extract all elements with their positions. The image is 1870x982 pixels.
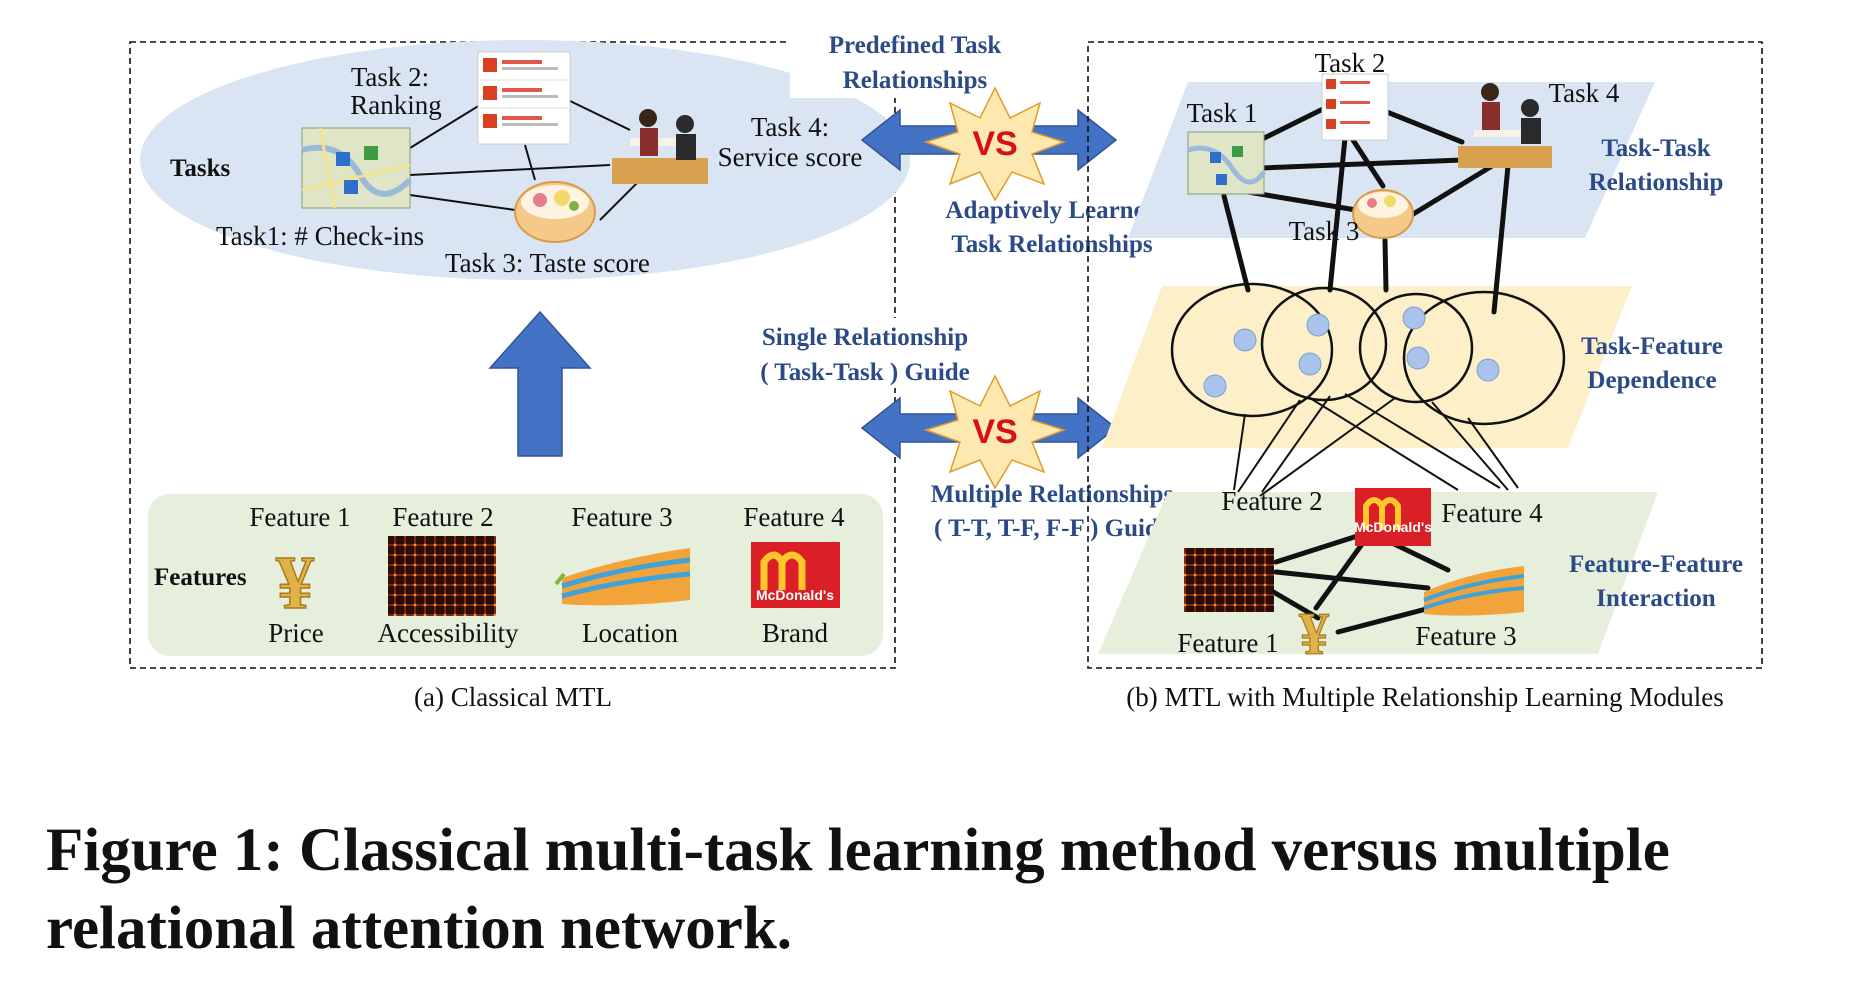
left-caption: (a) Classical MTL <box>414 682 612 712</box>
left-feature3-name: Feature 3 <box>571 502 672 532</box>
left-task-links <box>409 99 646 221</box>
features-box <box>148 494 883 656</box>
right-task2-label: Task 2 <box>1315 48 1386 78</box>
right-feature4-label: Feature 4 <box>1441 498 1543 528</box>
ff-line1: Feature-Feature <box>1569 551 1743 578</box>
right-logo-text: McDonald's <box>1354 519 1432 535</box>
ff-line2: Interaction <box>1596 585 1716 612</box>
left-task2-line1: Task 2: <box>351 62 429 92</box>
adaptive-line2: Task Relationships <box>951 231 1153 258</box>
right-task1-label: Task 1 <box>1187 98 1258 128</box>
single-line1: Single Relationship <box>762 324 968 351</box>
left-feature1-label: Price <box>268 618 323 648</box>
left-task3-label: Task 3: Taste score <box>445 248 650 278</box>
right-feature1-label: Feature 1 <box>1177 628 1278 658</box>
right-accessibility-heatmap-icon <box>1184 548 1274 612</box>
dining-scene-icon <box>612 109 708 184</box>
right-caption: (b) MTL with Multiple Relationship Learn… <box>1126 682 1723 712</box>
adaptive-line1: Adaptively Learned <box>945 197 1158 224</box>
single-line2: ( Task-Task ) Guide <box>760 359 970 386</box>
right-map-icon <box>1187 131 1267 195</box>
map-icon <box>301 127 413 209</box>
right-mcdonalds-logo-icon: McDonald's <box>1354 488 1432 546</box>
multiple-line1: Multiple Relationships <box>931 481 1174 508</box>
left-task4-line2: Service score <box>718 142 863 172</box>
left-feature3-label: Location <box>582 618 678 648</box>
right-ranking-list-icon <box>1321 73 1389 141</box>
tt-line2: Relationship <box>1589 169 1724 196</box>
top-vs-burst <box>923 86 1067 202</box>
predefined-line1: Predefined Task <box>829 32 1002 59</box>
figure: Tasks Task 2 <box>129 26 1763 712</box>
ranking-list-icon <box>477 51 571 145</box>
right-dining-scene-icon <box>1458 83 1552 168</box>
tt-line1: Task-Task <box>1601 135 1710 162</box>
predefined-label-bg <box>790 26 1056 98</box>
yen-icon: ¥ <box>276 541 314 625</box>
features-header: Features <box>154 564 247 591</box>
right-task3-label: Task 3 <box>1289 216 1360 246</box>
dependence-layer-plane <box>1102 286 1632 448</box>
dependence-nodes <box>1203 306 1500 398</box>
left-feature1-name: Feature 1 <box>249 502 350 532</box>
single-label-bg <box>738 318 1004 388</box>
right-yen-icon: ¥ <box>1299 601 1329 667</box>
multiple-line2: ( T-T, T-F, F-F ) Guide <box>934 515 1170 542</box>
predefined-line2: Relationships <box>843 67 988 94</box>
right-dependence-feature-links <box>1233 393 1519 497</box>
right-feature2-label: Feature 2 <box>1221 486 1322 516</box>
right-task4-label: Task 4 <box>1549 78 1620 108</box>
mcdonalds-logo-icon: McDonald's <box>751 542 840 608</box>
ramen-bowl-icon <box>514 181 596 243</box>
right-task-dependence-links <box>1221 135 1511 315</box>
right-ramen-bowl-icon <box>1352 189 1414 239</box>
tasks-header: Tasks <box>170 155 231 182</box>
left-task2-line2: Ranking <box>350 90 442 120</box>
bottom-vs-burst <box>923 374 1067 490</box>
bottom-vs-label: VS <box>972 413 1017 451</box>
left-task1-label: Task1: # Check-ins <box>216 221 424 251</box>
accessibility-heatmap-icon <box>388 536 496 616</box>
left-feature2-label: Accessibility <box>378 618 519 648</box>
feature-layer-plane <box>1098 492 1658 654</box>
right-feature3-label: Feature 3 <box>1415 621 1516 651</box>
left-feature4-name: Feature 4 <box>743 502 845 532</box>
right-feature-links <box>1267 529 1451 635</box>
left-feature2-name: Feature 2 <box>392 502 493 532</box>
tf-line1: Task-Feature <box>1581 333 1723 360</box>
top-vs-label: VS <box>972 125 1017 163</box>
diagram-canvas: Tasks Task 2 <box>129 26 1763 712</box>
building-icon <box>554 548 691 606</box>
tf-line2: Dependence <box>1587 367 1716 394</box>
left-feature4-label: Brand <box>762 618 828 648</box>
tasks-ellipse <box>140 40 910 280</box>
figure-caption: Figure 1: Classical multi-task learning … <box>46 817 1670 962</box>
left-task4-line1: Task 4: <box>751 112 829 142</box>
right-building-icon <box>1423 566 1525 616</box>
dependence-ellipses <box>1170 282 1566 426</box>
up-arrow <box>488 310 592 457</box>
left-logo-text: McDonald's <box>756 587 834 603</box>
